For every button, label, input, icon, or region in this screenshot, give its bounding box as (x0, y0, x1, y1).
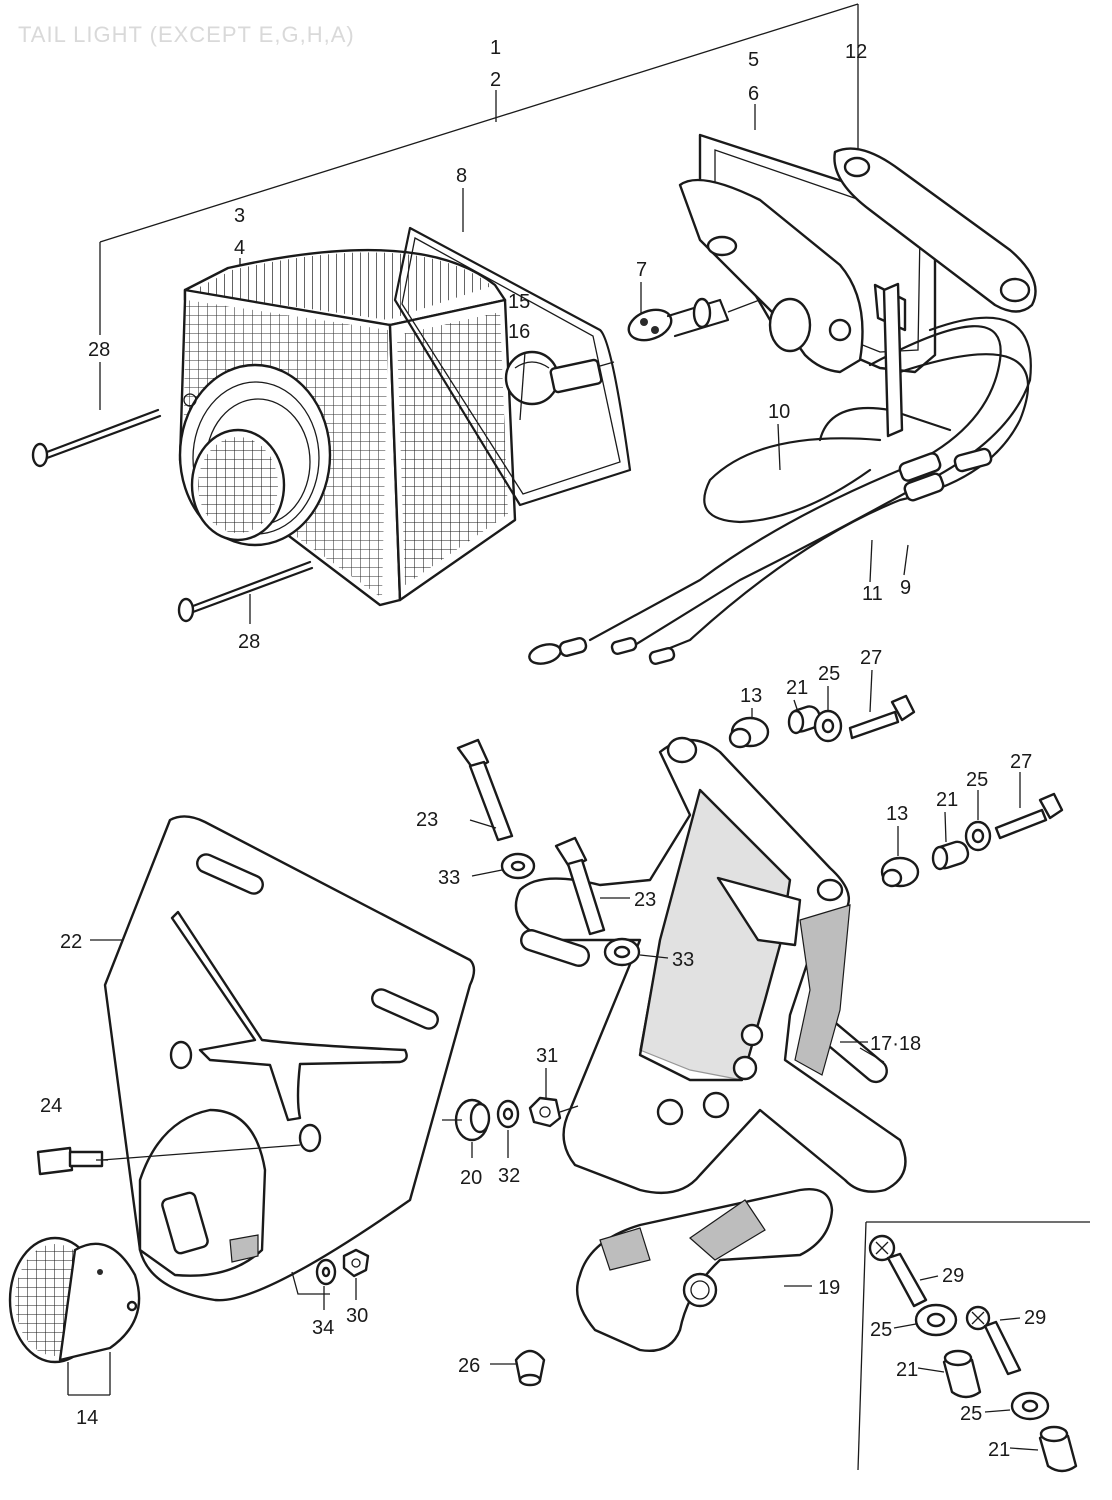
washer-25-inset-lower (1010, 1391, 1050, 1421)
bolt-24 (36, 1144, 301, 1176)
callout-17-18: 17·18 (870, 1033, 921, 1055)
diagram-title: TAIL LIGHT (EXCEPT E,G,H,A) (18, 22, 355, 47)
callout-11: 11 (862, 583, 883, 605)
callout-30: 30 (346, 1305, 368, 1327)
washer-33-upper (500, 852, 536, 880)
callout-15: 15 (508, 291, 530, 313)
callout-25d: 25 (960, 1403, 982, 1425)
rear-reflector (8, 1236, 141, 1364)
washer-33-lower (603, 937, 641, 967)
bolt-23-upper (456, 738, 514, 842)
screw-29-lower (965, 1305, 1022, 1376)
callout-33a: 33 (438, 867, 460, 889)
callout-12: 12 (845, 41, 867, 63)
callout-23a: 23 (416, 809, 438, 831)
callout-22: 22 (60, 931, 82, 953)
license-side-plate (103, 815, 476, 1302)
bolt-27-lower (994, 792, 1064, 840)
callout-33b: 33 (672, 949, 694, 971)
callout-28b: 28 (238, 631, 260, 653)
washer-25-lower (964, 820, 992, 852)
collar-21-upper (787, 705, 822, 735)
collar-21-inset-upper (942, 1349, 982, 1399)
leader-lines (67, 351, 1039, 1451)
tail-light-lens (178, 248, 517, 607)
callout-25a: 25 (818, 663, 840, 685)
lens-screw-upper (31, 408, 162, 468)
callout-23b: 23 (634, 889, 656, 911)
lens-gasket (393, 226, 632, 507)
washer-25-upper (813, 709, 843, 743)
wire-harness (528, 282, 1032, 665)
screw-29-upper (868, 1234, 928, 1308)
callout-8: 8 (456, 165, 467, 187)
callout-29a: 29 (942, 1265, 964, 1287)
nut-31 (528, 1096, 562, 1128)
mounting-plate (833, 147, 1037, 313)
callout-21a: 21 (786, 677, 808, 699)
callout-14: 14 (76, 1407, 98, 1429)
callout-13b: 13 (886, 803, 908, 825)
callout-34: 34 (312, 1317, 334, 1339)
washer-34 (315, 1258, 337, 1286)
callout-25c: 25 (870, 1319, 892, 1341)
washer-25-inset-upper (914, 1303, 958, 1337)
main-bracket (514, 736, 907, 1194)
callout-26: 26 (458, 1355, 480, 1377)
callout-21b: 21 (936, 789, 958, 811)
nut-30 (342, 1248, 370, 1278)
callout-29b: 29 (1024, 1307, 1046, 1329)
collar-13-lower (880, 856, 920, 888)
collar-21-lower (931, 840, 970, 871)
callout-20: 20 (460, 1167, 482, 1189)
collar-13-upper (728, 716, 770, 749)
bolt-23-lower (554, 836, 606, 936)
callout-9: 9 (900, 577, 911, 599)
tail-light-bulb (504, 350, 615, 406)
cap-nut-26 (514, 1349, 546, 1387)
callout-24: 24 (40, 1095, 62, 1117)
callout-16: 16 (508, 321, 530, 343)
washer-32 (496, 1099, 520, 1129)
callout-2: 2 (490, 69, 501, 91)
inset-frame (857, 1221, 1090, 1471)
callout-13a: 13 (740, 685, 762, 707)
callout-7: 7 (636, 259, 647, 281)
collar-20 (454, 1098, 491, 1142)
lens-screw-lower (177, 560, 314, 623)
callout-1: 1 (490, 37, 501, 59)
callout-6: 6 (748, 83, 759, 105)
callout-27b: 27 (1010, 751, 1032, 773)
callout-21c: 21 (896, 1359, 918, 1381)
bolt-27-upper (848, 694, 916, 740)
assembly-bracket-lines (99, 3, 859, 410)
license-plate-bracket (575, 1188, 834, 1352)
bulb-socket (627, 295, 771, 342)
callout-31: 31 (536, 1045, 558, 1067)
callout-5: 5 (748, 49, 759, 71)
callout-32: 32 (498, 1165, 520, 1187)
collar-21-inset-lower (1038, 1425, 1078, 1473)
callout-4: 4 (234, 237, 245, 259)
callout-19: 19 (818, 1277, 840, 1299)
callout-10: 10 (768, 401, 790, 423)
callout-labels: 1 2 3 4 5 6 7 8 9 10 11 12 13 13 14 15 1… (40, 37, 1046, 1461)
callout-28a: 28 (88, 339, 110, 361)
callout-3: 3 (234, 205, 245, 227)
callout-25b: 25 (966, 769, 988, 791)
callout-27a: 27 (860, 647, 882, 669)
callout-21d: 21 (988, 1439, 1010, 1461)
